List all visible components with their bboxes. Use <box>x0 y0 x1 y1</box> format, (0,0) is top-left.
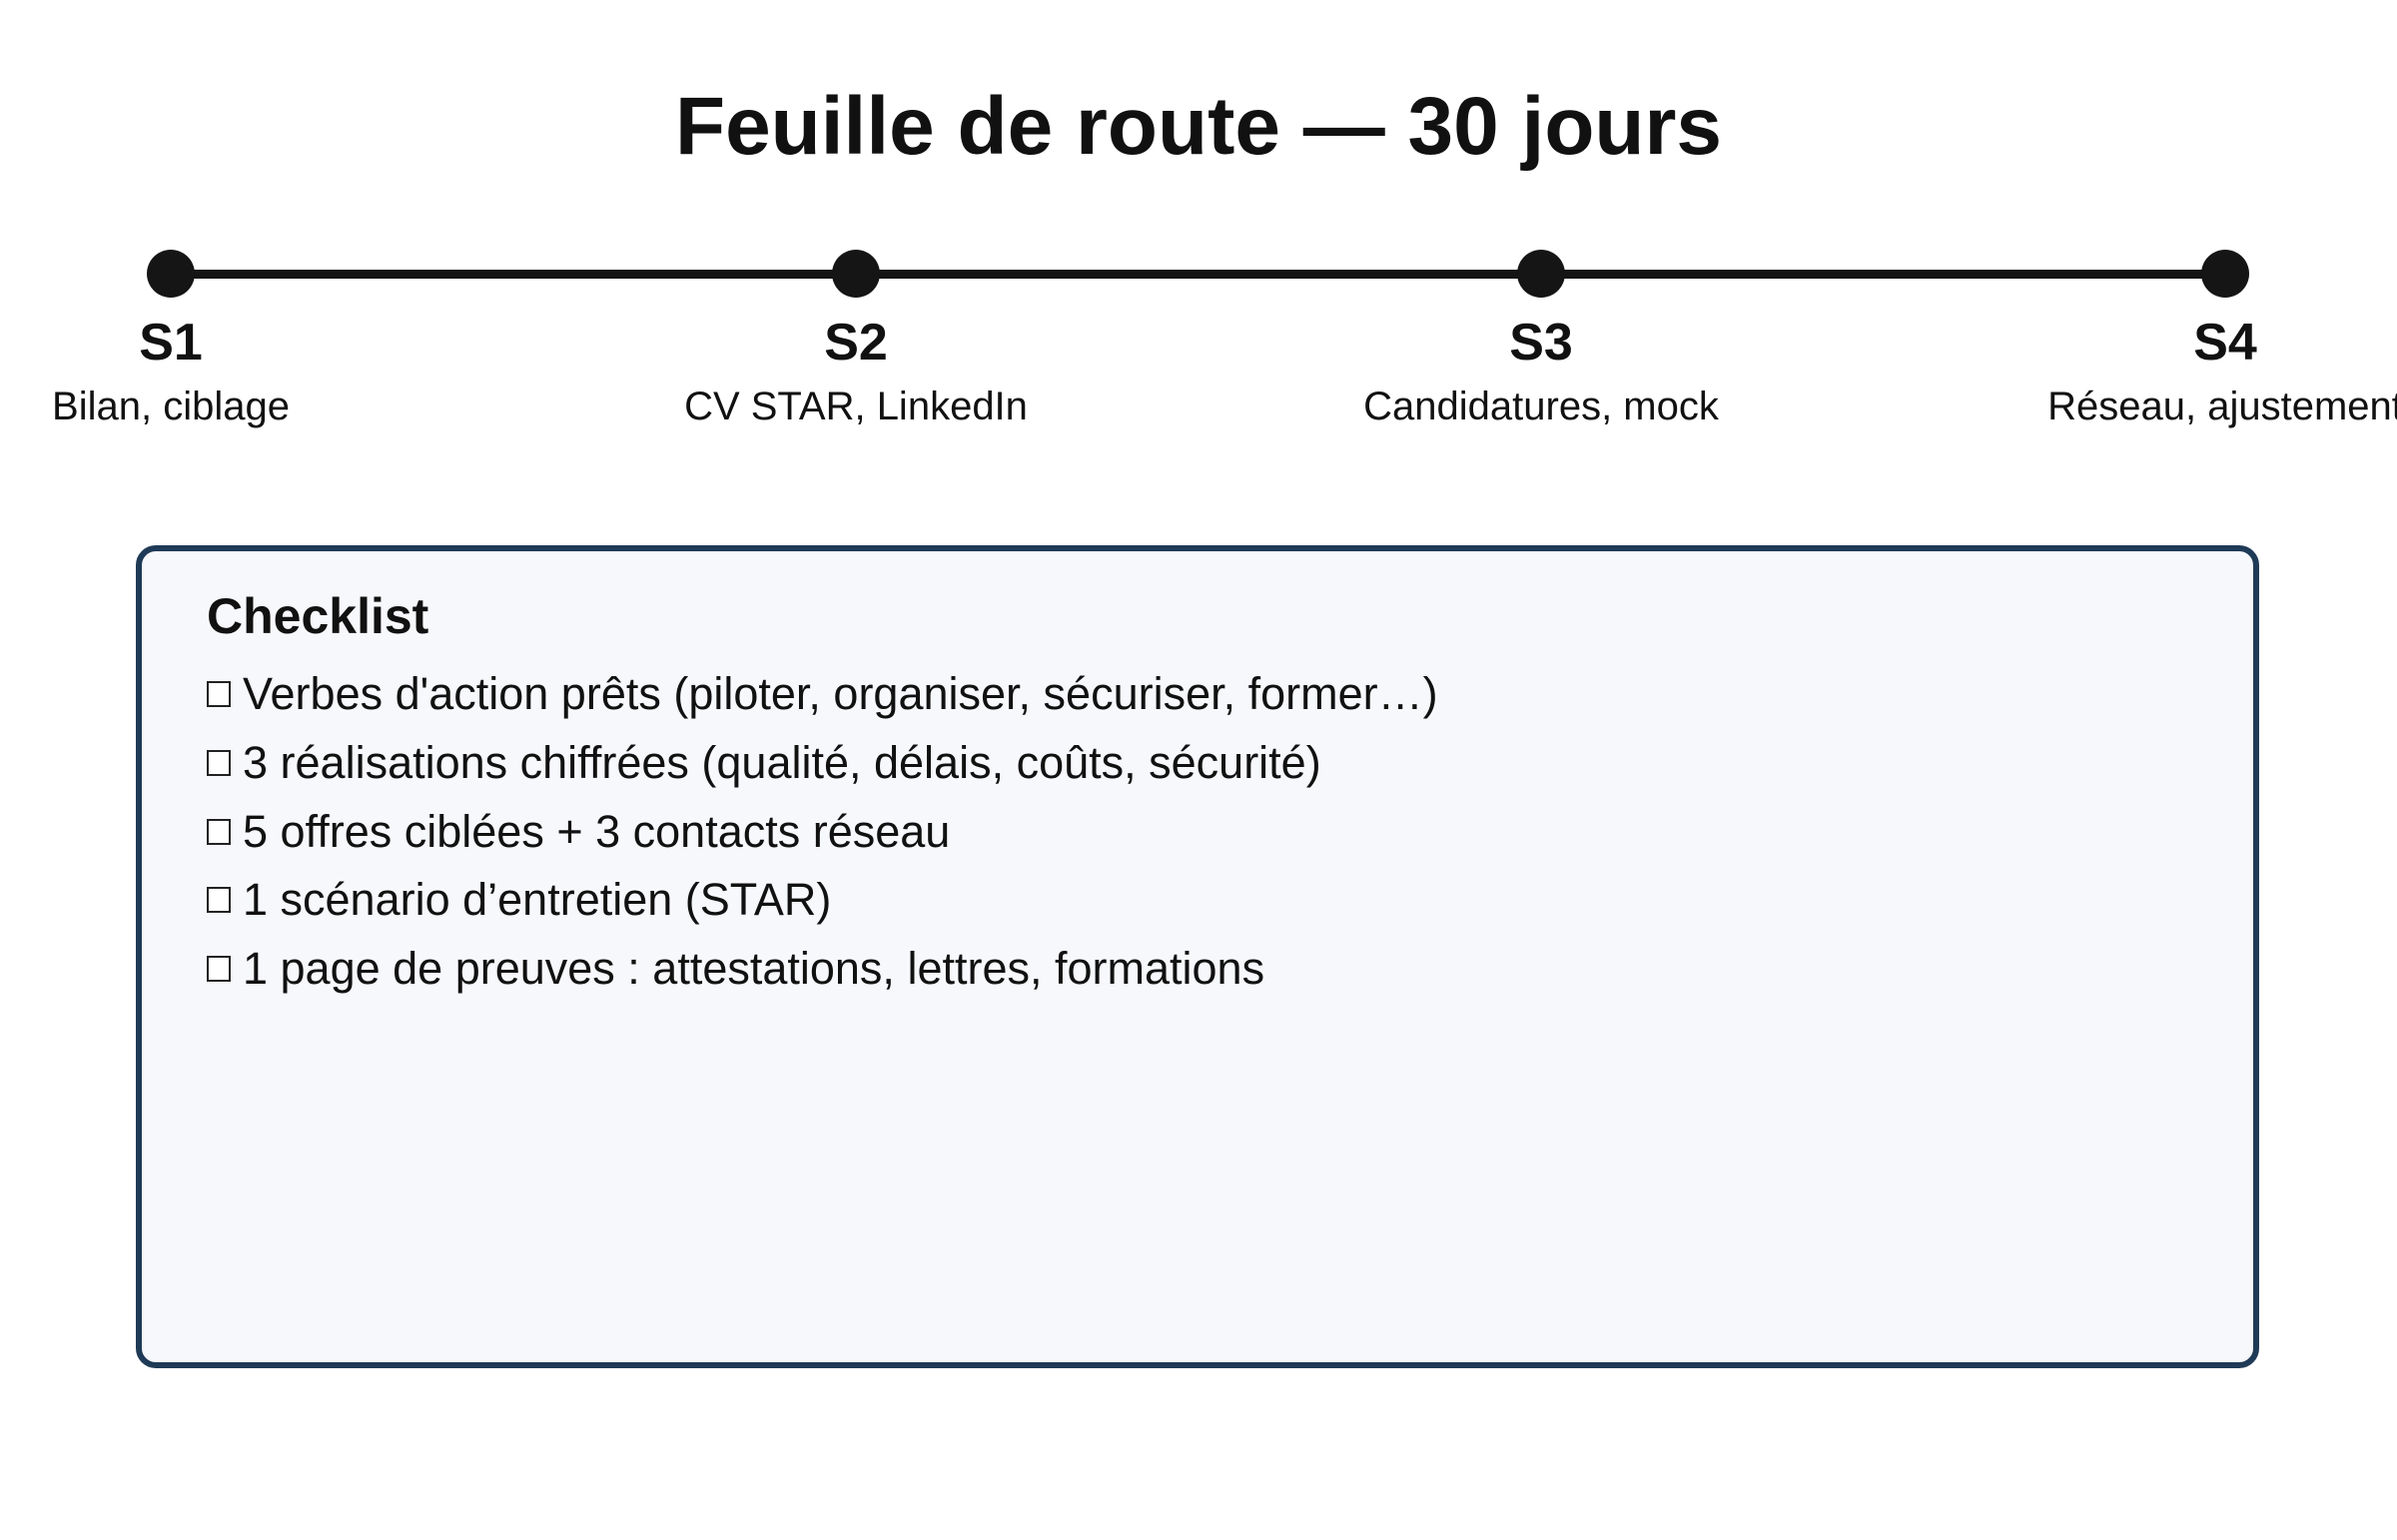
checklist-item-text: 1 page de preuves : attestations, lettre… <box>243 943 1265 994</box>
checklist-item-text: 1 scénario d’entretien (STAR) <box>243 874 832 925</box>
checklist-item[interactable]: 1 page de preuves : attestations, lettre… <box>207 942 1264 996</box>
checklist-title: Checklist <box>207 588 429 644</box>
week-label: S2 <box>824 314 888 372</box>
checklist-item[interactable]: 1 scénario d’entretien (STAR) <box>207 873 831 927</box>
week-label: S3 <box>1509 314 1573 372</box>
checkbox-icon[interactable] <box>207 887 231 913</box>
week-description: Candidatures, mock <box>1363 385 1719 428</box>
checklist-item-text: 5 offres ciblées + 3 contacts réseau <box>243 806 951 857</box>
timeline-milestone-dot <box>147 250 195 298</box>
timeline-milestone-dot <box>832 250 880 298</box>
checklist-item[interactable]: Verbes d'action prêts (piloter, organise… <box>207 667 1438 721</box>
week-label: S4 <box>2193 314 2257 372</box>
timeline-milestone-dot <box>2201 250 2249 298</box>
timeline-milestone-dot <box>1517 250 1565 298</box>
week-description: CV STAR, LinkedIn <box>684 385 1028 428</box>
week-description: Réseau, ajustement <box>2047 385 2397 428</box>
checklist-item-text: Verbes d'action prêts (piloter, organise… <box>243 668 1438 719</box>
checkbox-icon[interactable] <box>207 956 231 982</box>
checklist-item-text: 3 réalisations chiffrées (qualité, délai… <box>243 737 1321 788</box>
timeline-line <box>171 270 2225 279</box>
week-label: S1 <box>139 314 203 372</box>
checklist-item[interactable]: 3 réalisations chiffrées (qualité, délai… <box>207 736 1321 790</box>
checkbox-icon[interactable] <box>207 819 231 845</box>
checkbox-icon[interactable] <box>207 681 231 707</box>
page-title: Feuille de route — 30 jours <box>674 81 1723 172</box>
week-description: Bilan, ciblage <box>52 385 290 428</box>
checklist-item[interactable]: 5 offres ciblées + 3 contacts réseau <box>207 805 950 859</box>
checkbox-icon[interactable] <box>207 750 231 776</box>
checklist-panel <box>136 545 2259 1368</box>
